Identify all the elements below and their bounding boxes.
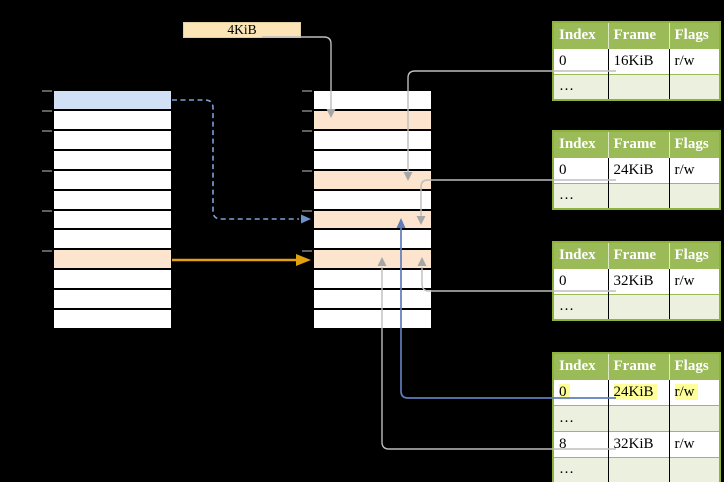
column-header-frame: Frame: [607, 242, 669, 268]
virtual-memory-row: [54, 190, 171, 211]
table-cell: [668, 182, 720, 209]
arrowhead-right-icon: [296, 254, 311, 266]
physical-memory-row: [314, 170, 431, 191]
table-cell: r/w: [668, 156, 720, 183]
column-header-flags: Flags: [668, 353, 720, 379]
table-cell: 16KiB: [607, 47, 669, 74]
table-cell: …: [553, 293, 608, 320]
frame-size-label: 4KiB: [183, 22, 301, 38]
physical-memory-row: [314, 290, 431, 311]
arrow-virtual-page-mapping-gold: [172, 254, 311, 266]
table-row: …: [553, 182, 720, 209]
table-cell: [607, 73, 669, 100]
table-row: …: [553, 456, 720, 482]
table-cell: [668, 73, 720, 100]
physical-memory-row: [314, 110, 431, 131]
table-cell: …: [553, 456, 608, 482]
column-header-frame: Frame: [607, 131, 669, 157]
virtual-memory-row: [54, 150, 171, 171]
column-header-flags: Flags: [668, 242, 720, 268]
table-cell: [607, 456, 669, 482]
table-cell: 0: [553, 378, 608, 405]
column-header-frame: Frame: [607, 22, 669, 48]
physical-memory-column: [312, 89, 433, 330]
virtual-memory-row: [54, 230, 171, 251]
table-cell: …: [553, 404, 608, 431]
physical-memory-row: [314, 230, 431, 251]
virtual-memory-row: [54, 270, 171, 291]
table-cell: r/w: [668, 430, 720, 457]
table-cell: 8: [553, 430, 608, 457]
table-cell: 32KiB: [607, 430, 669, 457]
table-cell: 24KiB: [607, 156, 669, 183]
table-cell: [668, 404, 720, 431]
frame-size-text: 4KiB: [227, 22, 257, 37]
virtual-memory-row: [54, 310, 171, 329]
virtual-memory-row: [54, 91, 171, 111]
table-cell: r/w: [668, 267, 720, 294]
physical-memory-row: [314, 210, 431, 231]
table-cell: 24KiB: [607, 378, 669, 405]
table-cell: [607, 182, 669, 209]
table-row: …: [553, 73, 720, 100]
table-row: …: [553, 404, 720, 431]
column-header-flags: Flags: [668, 131, 720, 157]
table-cell: [607, 293, 669, 320]
table-cell: 0: [553, 47, 608, 74]
table-cell: [668, 293, 720, 320]
table-cell: 0: [553, 156, 608, 183]
table-cell: r/w: [668, 378, 720, 405]
physical-memory-row: [314, 190, 431, 211]
column-header-frame: Frame: [607, 353, 669, 379]
table-row: …: [553, 293, 720, 320]
table-cell: …: [553, 73, 608, 100]
virtual-memory-row: [54, 290, 171, 311]
table-cell: [607, 404, 669, 431]
highlighted-value: 24KiB: [613, 383, 657, 400]
virtual-memory-row: [54, 250, 171, 271]
virtual-memory-row: [54, 170, 171, 191]
column-header-flags: Flags: [668, 22, 720, 48]
table-cell: 32KiB: [607, 267, 669, 294]
physical-memory-row: [314, 310, 431, 329]
arrowhead-right-icon: [301, 214, 311, 224]
physical-memory-row: [314, 91, 431, 111]
column-header-index: Index: [553, 22, 608, 48]
table-row: 0 24KiB r/w: [553, 378, 720, 405]
arrow-virtual-page-mapping-dashed: [172, 99, 311, 224]
column-header-index: Index: [553, 242, 608, 268]
virtual-memory-column: [52, 89, 173, 330]
table-cell: …: [553, 182, 608, 209]
column-header-index: Index: [553, 353, 608, 379]
physical-memory-row: [314, 130, 431, 151]
physical-memory-row: [314, 250, 431, 271]
highlighted-value: 0: [559, 383, 570, 400]
physical-memory-row: [314, 150, 431, 171]
table-cell: r/w: [668, 47, 720, 74]
table-cell: 0: [553, 267, 608, 294]
physical-memory-row: [314, 270, 431, 291]
highlighted-value: r/w: [674, 383, 698, 400]
virtual-memory-row: [54, 130, 171, 151]
column-header-index: Index: [553, 131, 608, 157]
virtual-memory-row: [54, 210, 171, 231]
table-cell: [668, 456, 720, 482]
virtual-memory-row: [54, 110, 171, 131]
